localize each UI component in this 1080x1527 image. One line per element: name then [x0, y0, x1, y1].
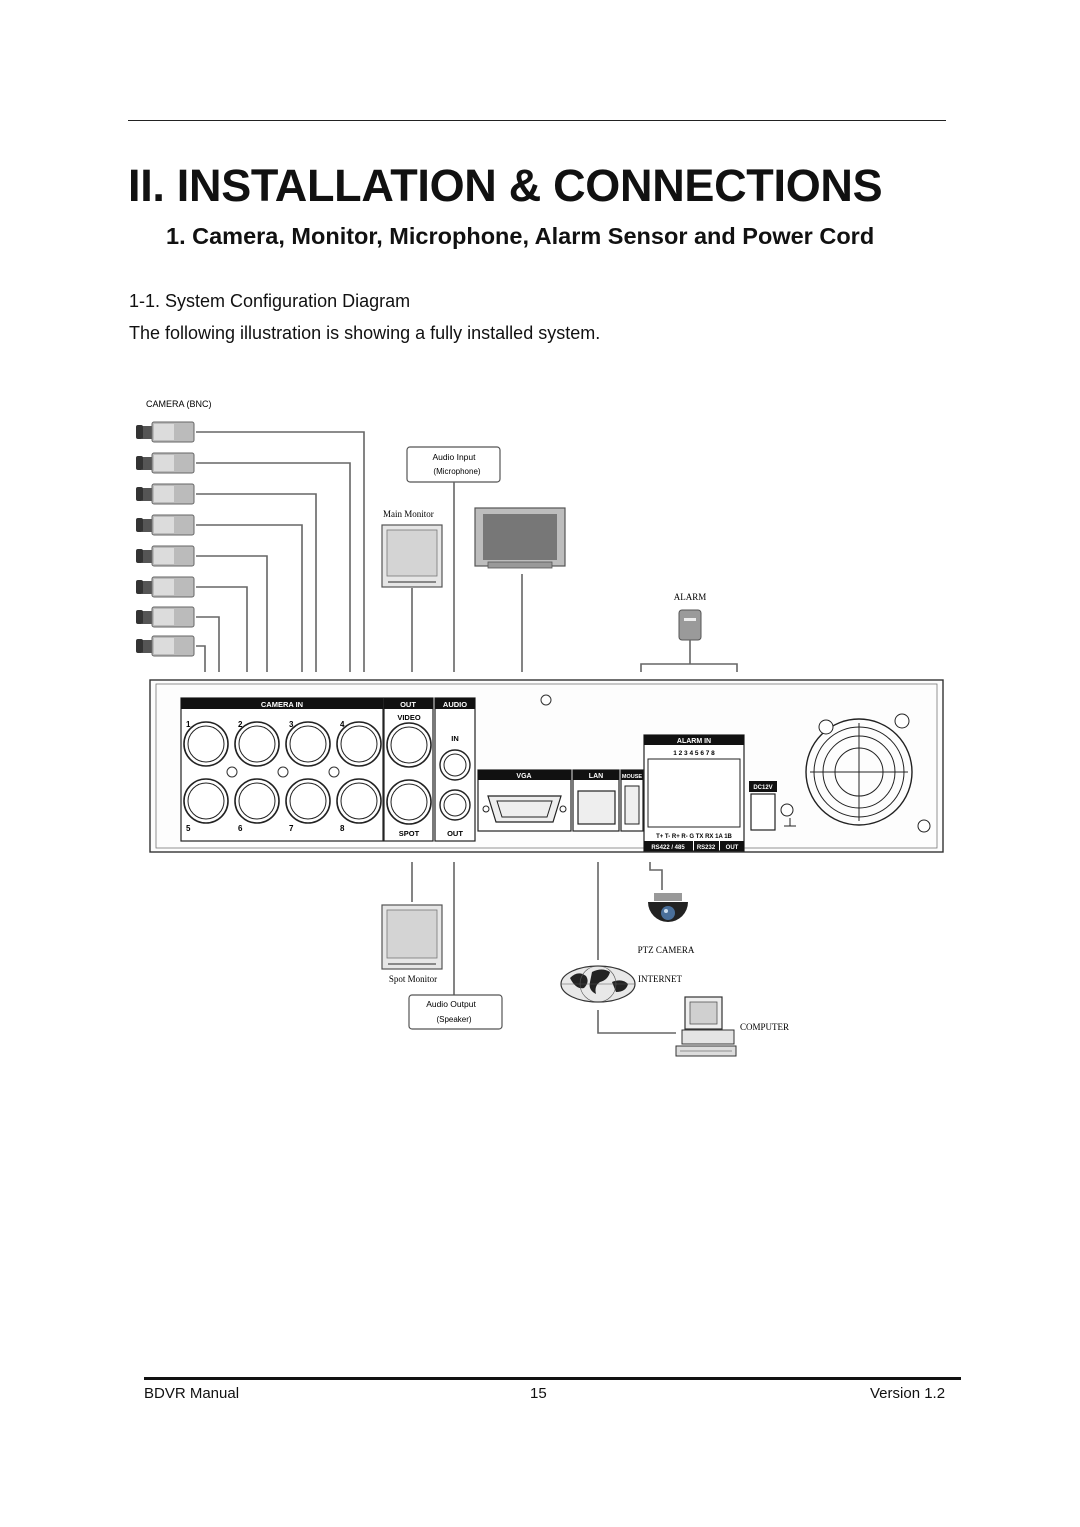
audio-label: AUDIO [443, 700, 467, 709]
camera-icon [135, 421, 195, 443]
bnc-connector-icon [234, 721, 280, 767]
audio-output-box [408, 994, 503, 1030]
out-label: OUT [400, 700, 416, 709]
computer-icon [675, 996, 737, 1057]
camera-icon [135, 606, 195, 628]
lan-label: LAN [589, 773, 603, 780]
footer-manual-name: BDVR Manual [144, 1385, 240, 1402]
spot-out-connector-icon [386, 779, 432, 825]
mouse-label: MOUSE [622, 774, 643, 780]
spot-monitor-label: Spot Monitor [389, 974, 437, 984]
rs-pin-labels: T+ T- R+ R- G TX RX 1A 1B [656, 834, 732, 840]
bnc-connector-icon [183, 778, 229, 824]
main-monitor-icon [381, 524, 443, 588]
audio-output-label: Audio Output [426, 999, 476, 1009]
bnc-number: 1 [186, 720, 191, 729]
audio-out-label: OUT [447, 829, 463, 838]
bnc-connector-icon [285, 721, 331, 767]
camera-cables [196, 431, 365, 672]
system-configuration-diagram: CAMERA (BNC) Audio Input (Microphone) Ma… [135, 399, 944, 1057]
bnc-connector-icon [336, 778, 382, 824]
ptz-camera-label: PTZ CAMERA [638, 945, 695, 955]
bnc-connector-icon [234, 778, 280, 824]
dvr-rear-panel: CAMERA IN 1 2 3 4 5 6 7 8 OUT VIDEO SPOT… [149, 679, 944, 853]
camera-icon [135, 452, 195, 474]
ptz-camera-icon [648, 893, 688, 922]
camera-icons [135, 421, 195, 657]
bnc-connector-icon [336, 721, 382, 767]
subsection-heading: 1-1. System Configuration Diagram [129, 291, 411, 311]
vga-monitor-icon [474, 507, 566, 569]
fan-icon [805, 718, 913, 826]
camera-in-label: CAMERA IN [261, 700, 303, 709]
alarm-sensor-icon [678, 609, 702, 641]
terminal-block [647, 758, 741, 828]
mouse-port-icon [624, 785, 640, 825]
bnc-connector-icon [183, 721, 229, 767]
alarm-numbers: 1 2 3 4 5 6 7 8 [673, 750, 715, 757]
camera-bnc-label: CAMERA (BNC) [146, 399, 212, 409]
alarm-in-label: ALARM IN [677, 738, 711, 745]
ground-icon [784, 818, 796, 827]
top-rule [128, 120, 946, 121]
output-cables [411, 862, 676, 1034]
camera-icon [135, 514, 195, 536]
bnc-number: 6 [238, 824, 243, 833]
camera-icon [135, 635, 195, 657]
bnc-number: 7 [289, 824, 294, 833]
audio-input-label: Audio Input [432, 452, 476, 462]
camera-icon [135, 576, 195, 598]
dc-label: DC12V [753, 785, 772, 791]
power-socket-icon [750, 793, 776, 831]
audio-input-sub: (Microphone) [433, 467, 480, 476]
rs232-label: RS232 [697, 845, 716, 851]
spot-monitor-icon [381, 904, 443, 970]
bnc-number: 5 [186, 824, 191, 833]
camera-icon [135, 483, 195, 505]
alarm-label: ALARM [674, 592, 707, 602]
vga-port-icon [482, 795, 567, 823]
video-out-connector-icon [386, 722, 432, 768]
computer-label: COMPUTER [740, 1022, 789, 1032]
chapter-title: II. INSTALLATION & CONNECTIONS [128, 160, 883, 211]
bnc-number: 4 [340, 720, 345, 729]
bnc-number: 8 [340, 824, 345, 833]
video-label: VIDEO [397, 713, 421, 722]
globe-icon [560, 965, 636, 1003]
footer-version: Version 1.2 [870, 1385, 946, 1402]
internet-label: INTERNET [638, 974, 682, 984]
bnc-number: 2 [238, 720, 243, 729]
footer-page-number: 15 [530, 1385, 547, 1402]
bottom-rule [144, 1377, 961, 1380]
bnc-number: 3 [289, 720, 294, 729]
audio-in-label: IN [451, 734, 459, 743]
lan-port-icon [577, 790, 616, 825]
relay-out-label: OUT [726, 845, 739, 851]
main-monitor-label: Main Monitor [383, 509, 434, 519]
vga-label: VGA [516, 773, 531, 780]
spot-label: SPOT [399, 829, 420, 838]
section-title: 1. Camera, Monitor, Microphone, Alarm Se… [166, 223, 875, 249]
intro-paragraph: The following illustration is showing a … [129, 323, 601, 343]
bnc-connector-icon [285, 778, 331, 824]
camera-icon [135, 545, 195, 567]
rs422-label: RS422 / 485 [651, 845, 685, 851]
audio-output-sub: (Speaker) [436, 1015, 471, 1024]
